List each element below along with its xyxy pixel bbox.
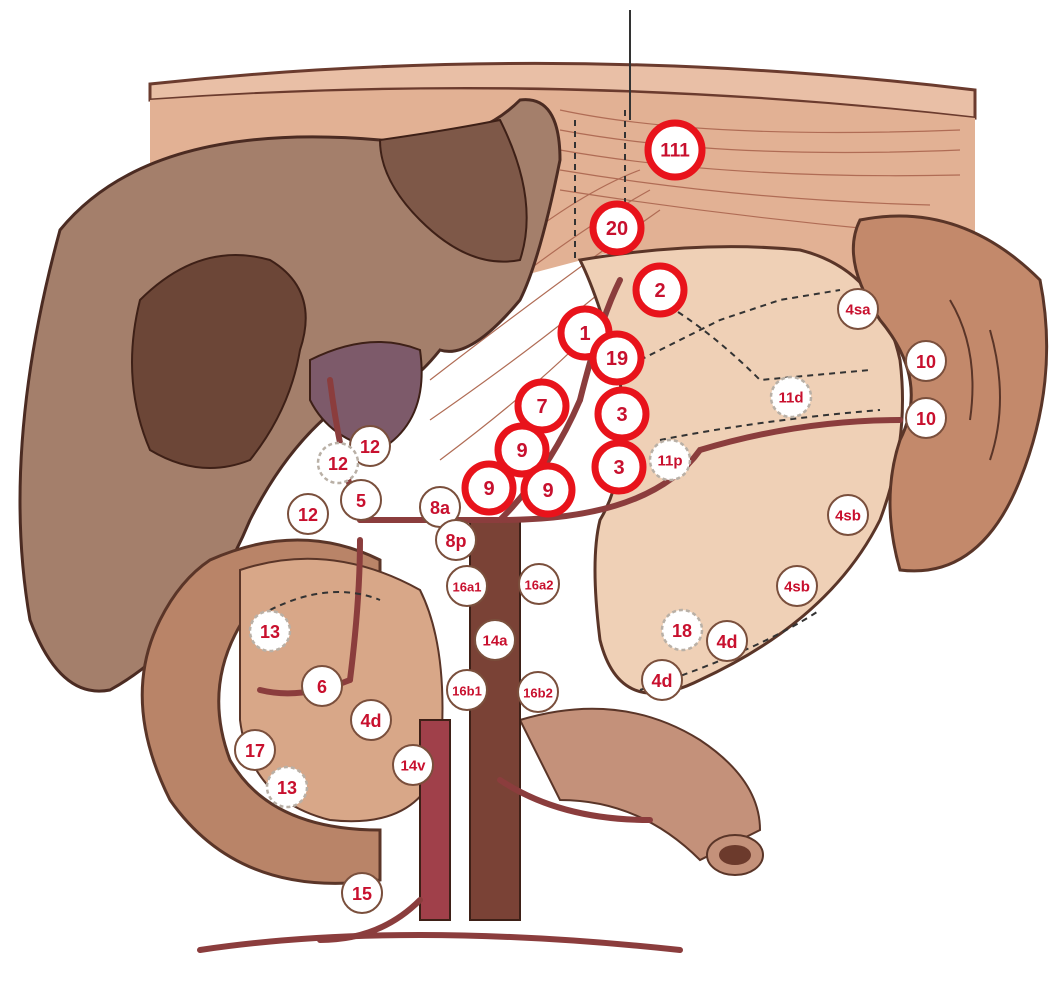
station-label: 7 <box>536 396 547 418</box>
station-label: 10 <box>916 409 936 429</box>
station-label: 4d <box>360 711 381 731</box>
station-s9c: 9 <box>524 466 572 514</box>
station-label: 12 <box>298 505 318 525</box>
station-s13a: 13 <box>250 611 290 651</box>
station-label: 13 <box>260 622 280 642</box>
station-s9b: 9 <box>465 464 513 512</box>
station-s15: 15 <box>342 873 382 913</box>
station-s16b2: 16b2 <box>518 672 558 712</box>
station-s16a2: 16a2 <box>519 564 559 604</box>
station-label: 16b1 <box>452 684 482 699</box>
station-label: 17 <box>245 741 265 761</box>
station-label: 8a <box>430 498 451 518</box>
station-label: 15 <box>352 884 372 904</box>
station-label: 19 <box>606 348 628 370</box>
station-s4sb1: 4sb <box>828 495 868 535</box>
station-s4sb2: 4sb <box>777 566 817 606</box>
station-label: 4sb <box>784 579 810 596</box>
station-label: 10 <box>916 352 936 372</box>
station-s20: 20 <box>593 204 641 252</box>
station-s14v: 14v <box>393 745 433 785</box>
station-label: 4sb <box>835 508 861 525</box>
station-label: 16a2 <box>525 578 554 593</box>
station-s19: 19 <box>593 334 641 382</box>
station-s14a: 14a <box>475 620 515 660</box>
station-s18: 18 <box>662 610 702 650</box>
station-s8p: 8p <box>436 520 476 560</box>
station-s16b1: 16b1 <box>447 670 487 710</box>
station-s2: 2 <box>636 266 684 314</box>
station-s11d: 11d <box>771 377 811 417</box>
station-label: 12 <box>328 454 348 474</box>
station-s111: 111 <box>648 123 702 177</box>
station-label: 9 <box>542 480 553 502</box>
station-s12c: 12 <box>288 494 328 534</box>
station-s10b: 10 <box>906 398 946 438</box>
station-label: 11p <box>657 453 682 470</box>
station-label: 18 <box>672 621 692 641</box>
station-label: 20 <box>606 218 628 240</box>
station-label: 14a <box>482 633 508 650</box>
station-label: 13 <box>277 778 297 798</box>
station-s4d2: 4d <box>642 660 682 700</box>
station-s13b: 13 <box>267 767 307 807</box>
station-label: 2 <box>654 280 665 302</box>
station-s5: 5 <box>341 480 381 520</box>
station-label: 11d <box>778 390 803 407</box>
station-label: 8p <box>445 531 466 551</box>
station-s11p: 11p <box>650 440 690 480</box>
station-label: 5 <box>356 491 366 511</box>
station-s12b: 12 <box>318 443 358 483</box>
station-label: 3 <box>616 404 627 426</box>
station-label: 9 <box>516 440 527 462</box>
station-label: 4d <box>651 671 672 691</box>
station-s3b: 3 <box>595 443 643 491</box>
station-label: 9 <box>483 478 494 500</box>
station-label: 16b2 <box>523 686 553 701</box>
station-label: 12 <box>360 437 380 457</box>
station-label: 14v <box>400 758 426 775</box>
station-label: 6 <box>317 677 327 697</box>
station-s6: 6 <box>302 666 342 706</box>
station-s4d1: 4d <box>707 621 747 661</box>
station-s4d3: 4d <box>351 700 391 740</box>
station-label: 16a1 <box>453 580 482 595</box>
station-label: 111 <box>660 141 690 162</box>
station-label: 3 <box>613 457 624 479</box>
station-label: 4sa <box>845 302 871 319</box>
station-s16a1: 16a1 <box>447 566 487 606</box>
station-label: 4d <box>716 632 737 652</box>
station-s3a: 3 <box>598 390 646 438</box>
station-s10a: 10 <box>906 341 946 381</box>
station-label: 1 <box>579 323 590 345</box>
station-s4sa: 4sa <box>838 289 878 329</box>
station-s17: 17 <box>235 730 275 770</box>
